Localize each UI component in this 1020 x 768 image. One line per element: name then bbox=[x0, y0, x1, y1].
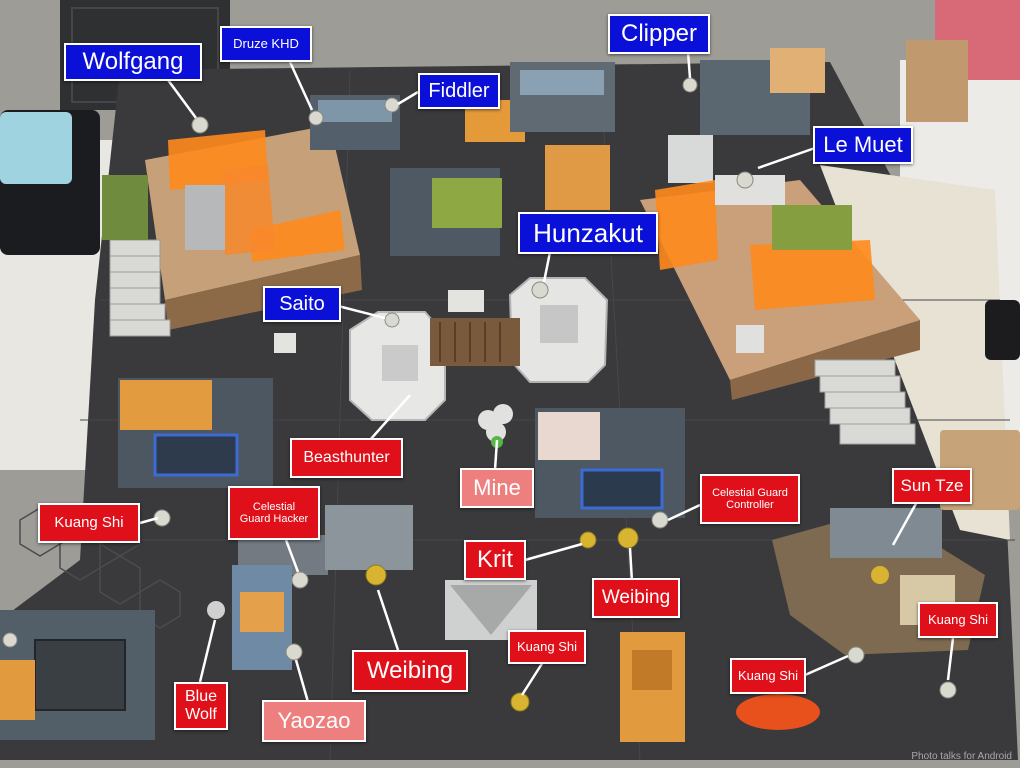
callout-clipper: Clipper bbox=[608, 14, 710, 54]
watermark-text: Photo talks for Android bbox=[911, 751, 1012, 762]
callout-kuang-shi-2: Kuang Shi bbox=[508, 630, 586, 664]
callout-weibing-2: Weibing bbox=[352, 650, 468, 692]
callout-celestial-guard-controller: Celestial Guard Controller bbox=[700, 474, 800, 524]
callout-saito: Saito bbox=[263, 286, 341, 322]
callout-blue-wolf: Blue Wolf bbox=[174, 682, 228, 730]
callout-hunzakut: Hunzakut bbox=[518, 212, 658, 254]
callout-yaozao: Yaozao bbox=[262, 700, 366, 742]
callout-wolfgang: Wolfgang bbox=[64, 43, 202, 81]
callout-fiddler: Fiddler bbox=[418, 73, 500, 109]
callout-krit: Krit bbox=[464, 540, 526, 580]
callout-celestial-guard-hacker: Celestial Guard Hacker bbox=[228, 486, 320, 540]
callout-mine: Mine bbox=[460, 468, 534, 508]
callout-sun-tze: Sun Tze bbox=[892, 468, 972, 504]
callout-le-muet: Le Muet bbox=[813, 126, 913, 164]
callout-kuang-shi-3: Kuang Shi bbox=[730, 658, 806, 694]
callout-kuang-shi-1: Kuang Shi bbox=[38, 503, 140, 543]
callout-beasthunter: Beasthunter bbox=[290, 438, 403, 478]
callout-druze-khd: Druze KHD bbox=[220, 26, 312, 62]
callout-weibing-1: Weibing bbox=[592, 578, 680, 618]
callout-kuang-shi-4: Kuang Shi bbox=[918, 602, 998, 638]
